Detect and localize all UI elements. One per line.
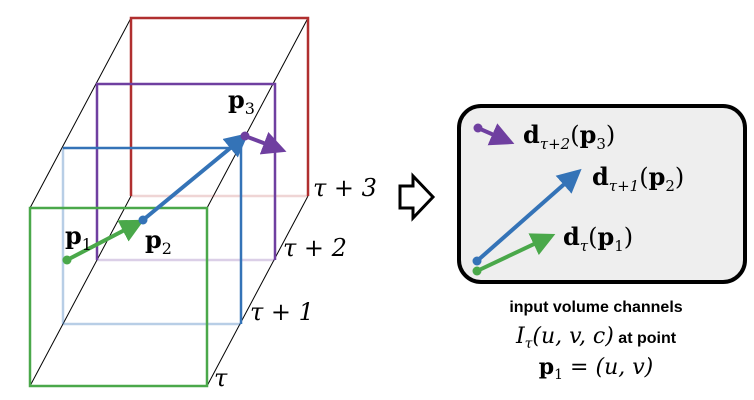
label-tau-plus-2: τ + 2 xyxy=(283,234,347,262)
frame-tau xyxy=(28,206,209,388)
label-d-tau-plus-2: dτ+2(p3) xyxy=(523,120,615,153)
point-labels: p1 p2 p3 xyxy=(65,85,255,258)
caption-line-2: Iτ(u, v, c) at point xyxy=(515,324,677,352)
label-tau: τ xyxy=(214,364,228,392)
label-p3: p3 xyxy=(228,85,255,118)
frame-tau-plus-3 xyxy=(129,16,310,198)
panel-labels: dτ+2(p3) dτ+1(p2) dτ(p1) xyxy=(523,120,684,255)
hollow-right-arrow-icon xyxy=(398,172,436,222)
label-d-tau: dτ(p1) xyxy=(563,222,633,255)
point-p2-dot xyxy=(138,215,148,225)
caption-line-1: input volume channels xyxy=(509,299,682,316)
point-p1-dot xyxy=(62,255,72,265)
point-p3-dot xyxy=(240,131,250,141)
label-tau-plus-1: τ + 1 xyxy=(250,298,314,326)
label-p2: p2 xyxy=(145,225,172,258)
frame-tau-plus-2 xyxy=(95,82,277,262)
caption-line-3: p1 = (u, v) xyxy=(539,354,653,383)
caption: input volume channels Iτ(u, v, c) at poi… xyxy=(509,299,682,383)
label-tau-plus-3: τ + 3 xyxy=(313,174,377,202)
label-p1: p1 xyxy=(65,221,92,254)
frame-labels: τ + 3 τ + 2 τ + 1 τ xyxy=(214,174,377,392)
volume-edges xyxy=(29,17,309,387)
displacement-panel xyxy=(457,104,747,284)
label-d-tau-plus-1: dτ+1(p2) xyxy=(592,162,684,195)
trajectory-arrows xyxy=(62,131,287,265)
